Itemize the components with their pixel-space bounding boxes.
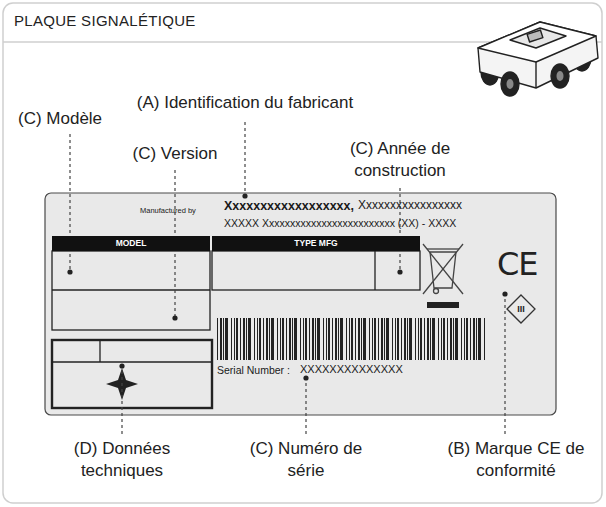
leader-lines: [70, 122, 505, 434]
mower-illustration: [478, 22, 598, 96]
callout-label: (B) Marque CE de conformité: [436, 438, 596, 482]
plate-text: XXXXX Xxxxxxxxxxxxxxxxxxxxxxxxx (XX) - X…: [224, 217, 456, 229]
class-diamond: III: [506, 294, 536, 324]
callout-label: (C) Version: [112, 143, 238, 165]
ce-mark: CE: [497, 248, 553, 280]
class-mark: III: [517, 304, 525, 314]
callout-label: (C) Année de construction: [330, 138, 470, 182]
callout-label: (C) Modèle: [18, 108, 138, 130]
barcode: [217, 318, 485, 360]
callout-label: (C) Numéro de série: [236, 438, 376, 482]
plate-text: Serial Number :: [217, 364, 290, 376]
plate-cells: [52, 251, 420, 408]
header-band: MODEL: [52, 236, 210, 251]
callout-label: (A) Identification du fabricant: [105, 92, 385, 114]
recycle-bin-symbol: [423, 244, 463, 308]
frame: [3, 3, 602, 503]
plate-text: Manufactured by: [140, 207, 196, 216]
callout-label: (D) Données techniques: [40, 438, 204, 482]
plate-text: Xxxxxxxxxxxxxxxxxx,: [224, 199, 354, 213]
rating-plate: MODEL TYPE MFG III Manufactured by Xxxxxxxxx…: [45, 193, 556, 415]
band-label: TYPE MFG: [294, 239, 337, 249]
panel-title: PLAQUE SIGNALÉTIQUE: [14, 12, 196, 29]
plate-text: Xxxxxxxxxxxxxxxxx: [358, 199, 462, 213]
leader-dots: [67, 193, 507, 380]
plate-text: XXXXXXXXXXXXXX: [300, 363, 403, 376]
header-band: TYPE MFG: [212, 236, 420, 251]
band-label: MODEL: [116, 239, 147, 249]
plate-ground: [45, 193, 556, 415]
